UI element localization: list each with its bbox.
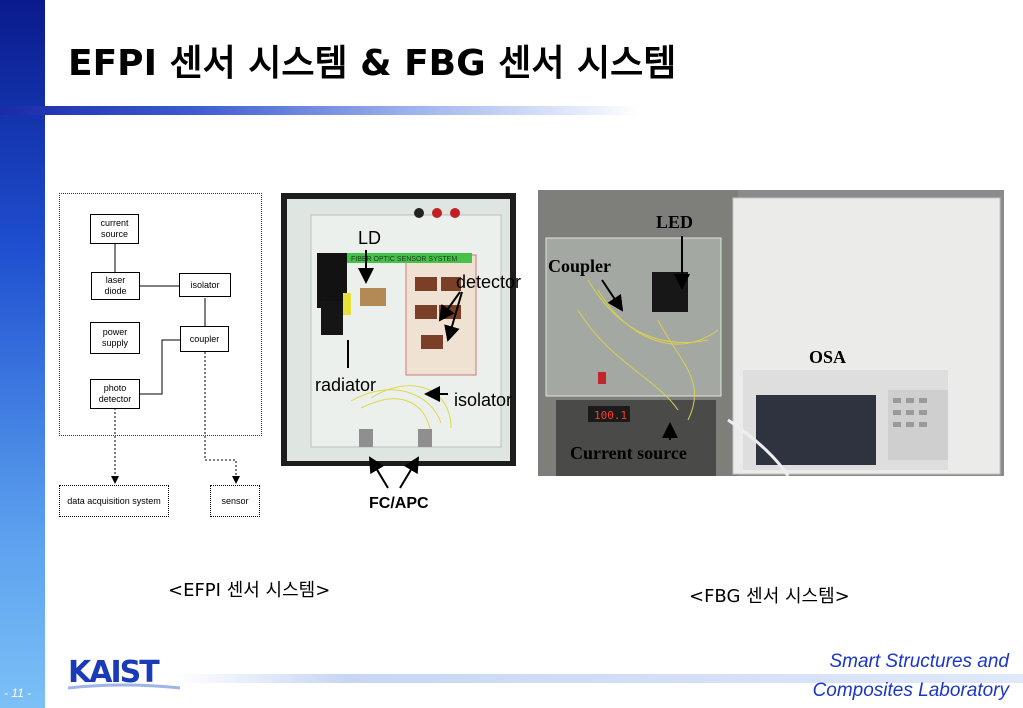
footer-rule bbox=[175, 674, 1023, 683]
power-supply-box: power supply bbox=[90, 322, 140, 354]
isolator-box: isolator bbox=[179, 273, 231, 297]
sensor-box: sensor bbox=[210, 485, 260, 517]
photo-detector-box: photo detector bbox=[90, 379, 140, 409]
current-source-label: current source bbox=[100, 218, 129, 239]
slide-title: EFPI 센서 시스템 & FBG 센서 시스템 bbox=[68, 43, 677, 84]
fbg-display-value: 100.1 bbox=[594, 409, 627, 422]
efpi-fc-apc-label: FC/APC bbox=[369, 495, 429, 512]
data-acquisition-label: data acquisition system bbox=[67, 495, 161, 506]
fbg-photo-illustration: 100.1 bbox=[538, 190, 1004, 476]
fbg-coupler-label: Coupler bbox=[548, 256, 611, 276]
isolator-label: isolator bbox=[190, 279, 220, 290]
laser-diode-box: laser diode bbox=[91, 272, 140, 300]
title-rule bbox=[0, 106, 640, 115]
kaist-logo-graphic: KAIST bbox=[67, 655, 181, 690]
efpi-caption: <EFPI 센서 시스템> bbox=[168, 580, 331, 601]
side-bar bbox=[0, 0, 45, 708]
kaist-logo: KAIST bbox=[67, 654, 181, 699]
lab-name: Smart Structures and Composites Laborato… bbox=[813, 647, 1009, 705]
fbg-annotation-arrows bbox=[601, 236, 690, 440]
efpi-detector-label: detector bbox=[456, 272, 522, 292]
sensor-label: sensor bbox=[221, 495, 249, 506]
fbg-led-label: LED bbox=[656, 212, 694, 232]
lab-name-line2: Composites Laboratory bbox=[812, 680, 1009, 701]
coupler-box: coupler bbox=[180, 326, 229, 352]
efpi-annotation-arrows bbox=[347, 250, 463, 489]
efpi-ld-label: LD bbox=[358, 228, 382, 248]
fbg-osa-label: OSA bbox=[809, 347, 847, 367]
lab-name-line1: Smart Structures and bbox=[829, 651, 1009, 672]
laser-diode-label: laser diode bbox=[104, 275, 127, 296]
coupler-label: coupler bbox=[189, 333, 220, 344]
efpi-radiator-label: radiator bbox=[315, 375, 377, 395]
efpi-photo-illustration: FIBER OPTIC SENSOR SYSTEM bbox=[287, 199, 510, 461]
fbg-current-source-label: Current source bbox=[570, 443, 687, 463]
power-supply-label: power supply bbox=[101, 327, 128, 348]
efpi-isolator-label: isolator bbox=[454, 390, 513, 410]
current-source-box: current source bbox=[90, 214, 139, 244]
data-acquisition-box: data acquisition system bbox=[59, 485, 169, 517]
photo-detector-label: photo detector bbox=[98, 383, 132, 404]
block-diagram-connectors bbox=[111, 244, 240, 484]
fbg-caption: <FBG 센서 시스템> bbox=[689, 586, 850, 607]
page-number: - 11 - bbox=[4, 686, 32, 700]
block-diagram-frame bbox=[59, 193, 262, 436]
efpi-board-text: FIBER OPTIC SENSOR SYSTEM bbox=[351, 256, 457, 263]
efpi-photo: FIBER OPTIC SENSOR SYSTEM bbox=[281, 193, 516, 466]
fbg-photo: 100.1 bbox=[538, 190, 1004, 476]
